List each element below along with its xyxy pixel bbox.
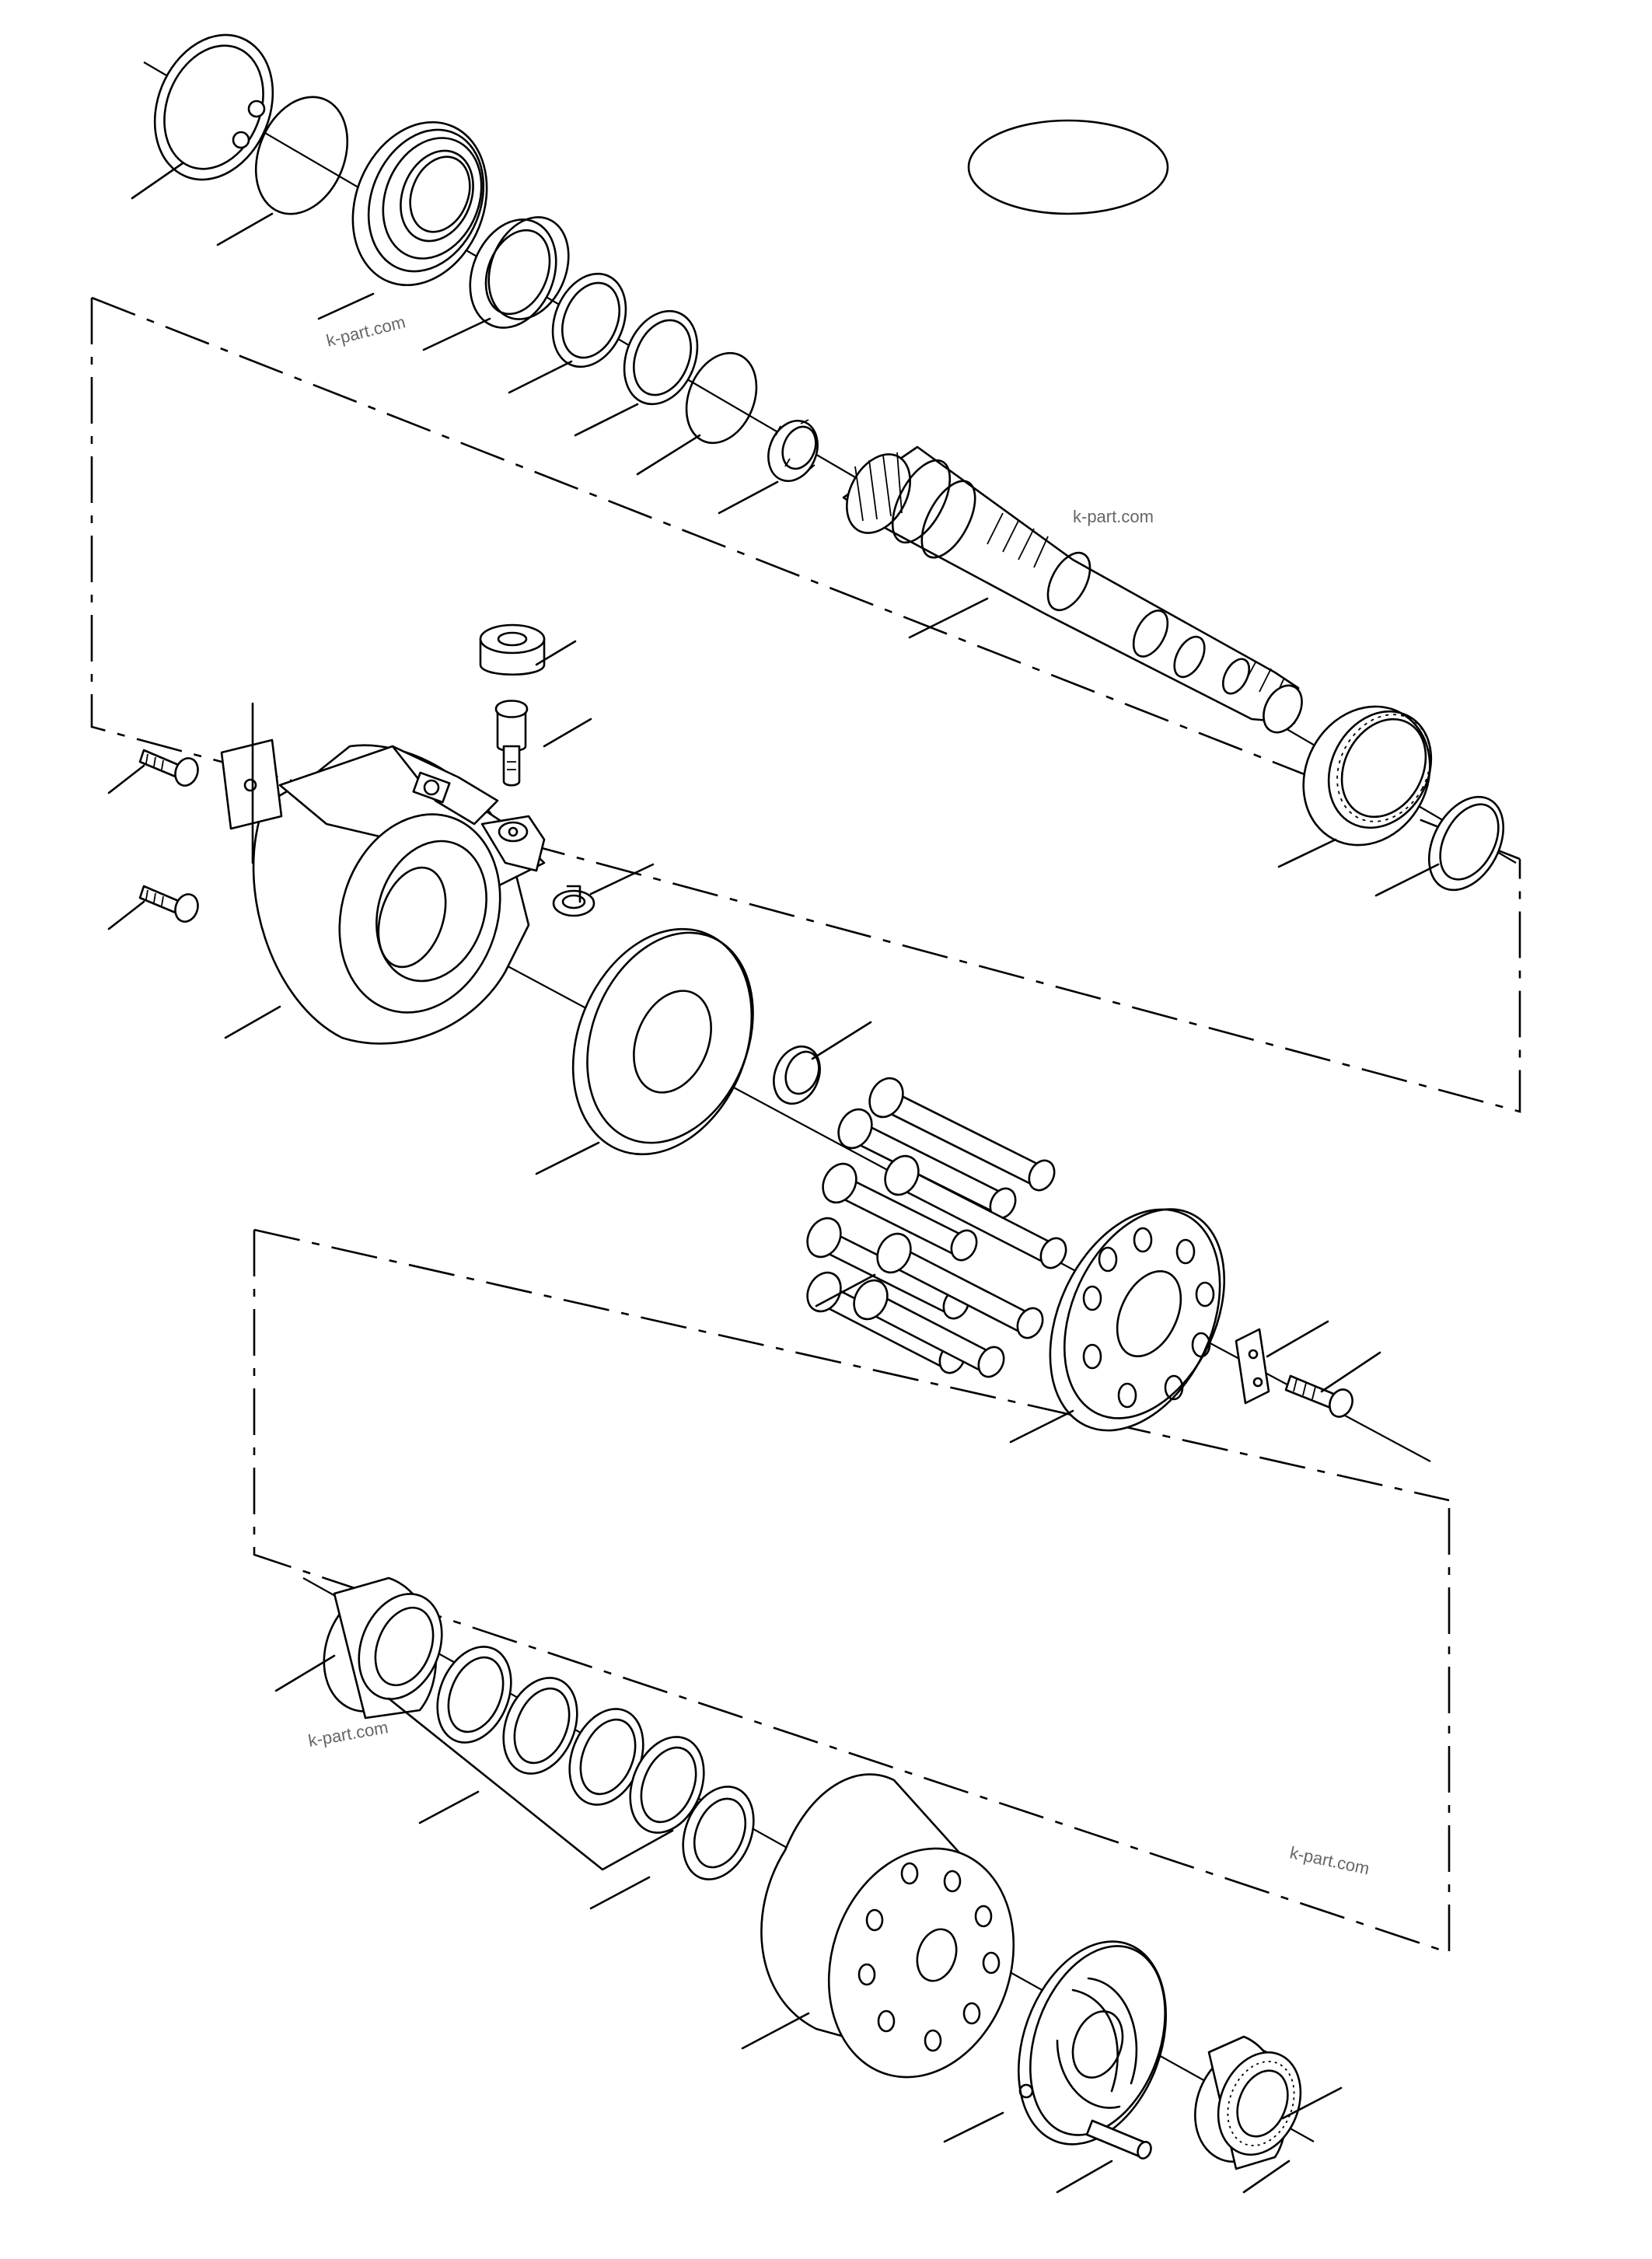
cylinder-bores [857,1862,1001,2052]
oil-seal-part [351,120,488,287]
shim-disc-part [254,96,349,215]
piston-2 [837,1108,1017,1220]
pivot-pin-part [494,700,529,787]
upper-assembly-boundary [90,296,1521,1113]
retainer-plate-part [1049,1208,1226,1432]
cylinder-bearing-cup-part [323,1576,443,1720]
retainer-clip-part [1235,1328,1270,1405]
piston-4 [822,1162,978,1262]
piston-1 [868,1077,1056,1192]
seal-ring-part [623,309,699,406]
piston-8 [853,1279,1005,1378]
clip-screw-part [1284,1374,1353,1418]
retainer-holes [1082,1227,1215,1409]
drive-shaft-part [842,445,1303,734]
watermark-text: k-part.com [1288,1842,1371,1878]
retaining-ring-part [1427,795,1505,892]
piston-assembly-part [806,1077,1067,1378]
watermark-text: k-part.com [1073,507,1154,526]
lock-nut-part [767,419,819,483]
blank-label-oval [967,119,1169,215]
hex-bolt-lower-part [138,885,199,923]
thin-shim-part [685,351,758,445]
pivot-bush-part [479,623,546,676]
watermark-text: k-part.com [307,1717,390,1751]
retainer-bush-part [773,1045,821,1105]
washer-small-part [552,885,595,917]
spring-washer-part [682,1786,755,1880]
ball-bearing-part [1302,705,1433,847]
callout-leaders [107,162,1440,2194]
spacer-ring-part [551,272,627,368]
valve-plate-part [1017,1940,1168,2146]
valve-pin-part [1085,2119,1152,2159]
piston-3 [884,1154,1067,1269]
piston-6 [876,1232,1044,1339]
lower-assembly-boundary [253,1228,1451,1954]
disc-spring-set-part [436,1646,705,1834]
watermark-text: k-part.com [324,312,407,350]
bushing-ring-part [469,216,570,329]
needle-bearing-part [1194,2035,1302,2170]
shoe-plate-part [571,927,754,1156]
stopper-plate-part [220,738,283,830]
cylinder-block-part [760,1773,1015,2079]
hex-bolt-upper-part [138,749,199,787]
swash-plate-housing-part [252,744,546,1045]
snap-ring-part [153,33,274,181]
